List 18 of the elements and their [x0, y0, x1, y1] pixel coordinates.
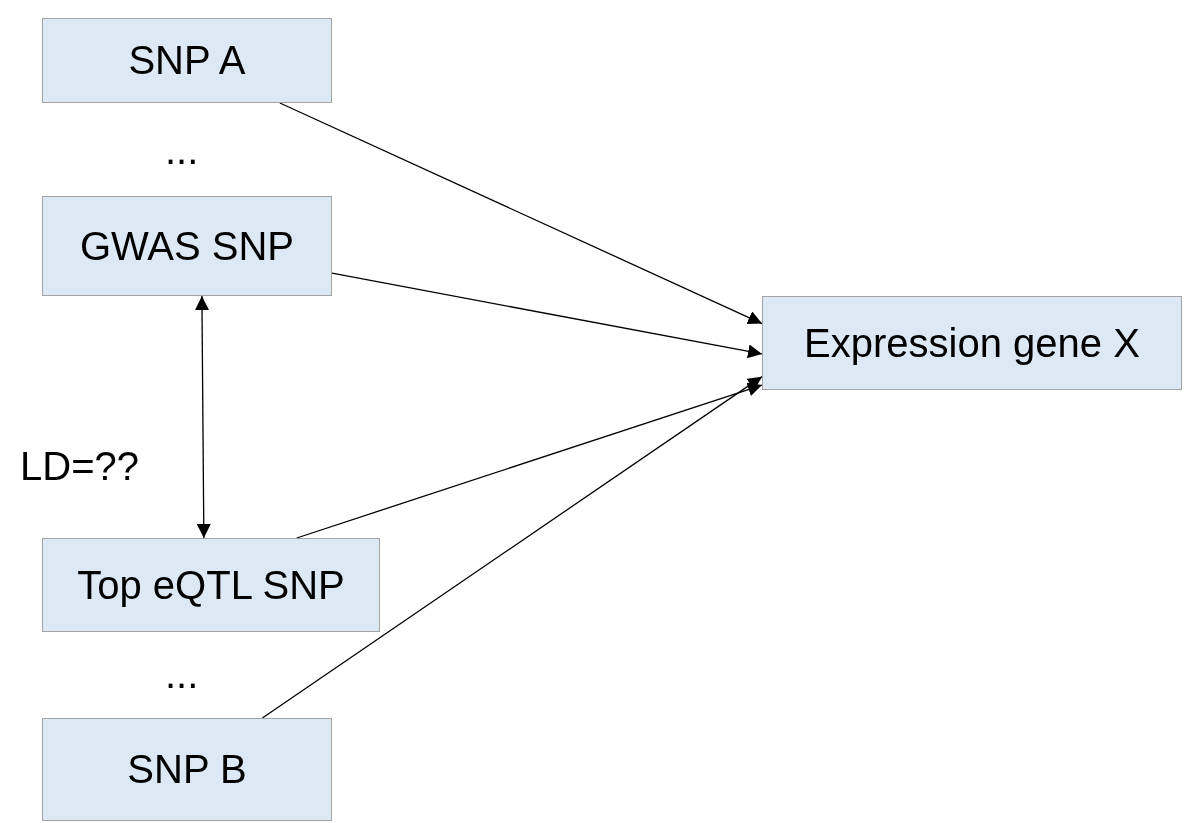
ellipsis-label: ... — [165, 652, 199, 697]
process-box — [42, 18, 332, 103]
box-label: SNP A — [128, 38, 246, 83]
box-label: Expression gene X — [804, 320, 1140, 366]
arrow — [279, 102, 763, 325]
process-box — [42, 196, 332, 296]
box-label: Top eQTL SNP — [77, 562, 345, 608]
edge-label: LD=?? — [20, 444, 139, 489]
arrow — [331, 272, 763, 359]
box-label: GWAS SNP — [79, 223, 295, 269]
arrow — [195, 295, 211, 539]
arrow — [296, 382, 763, 539]
process-box — [42, 538, 380, 632]
arrow — [261, 376, 763, 719]
box-label: SNP B — [127, 747, 247, 792]
process-box — [42, 718, 332, 821]
ellipsis-label: ... — [165, 128, 199, 173]
process-box — [762, 296, 1182, 390]
